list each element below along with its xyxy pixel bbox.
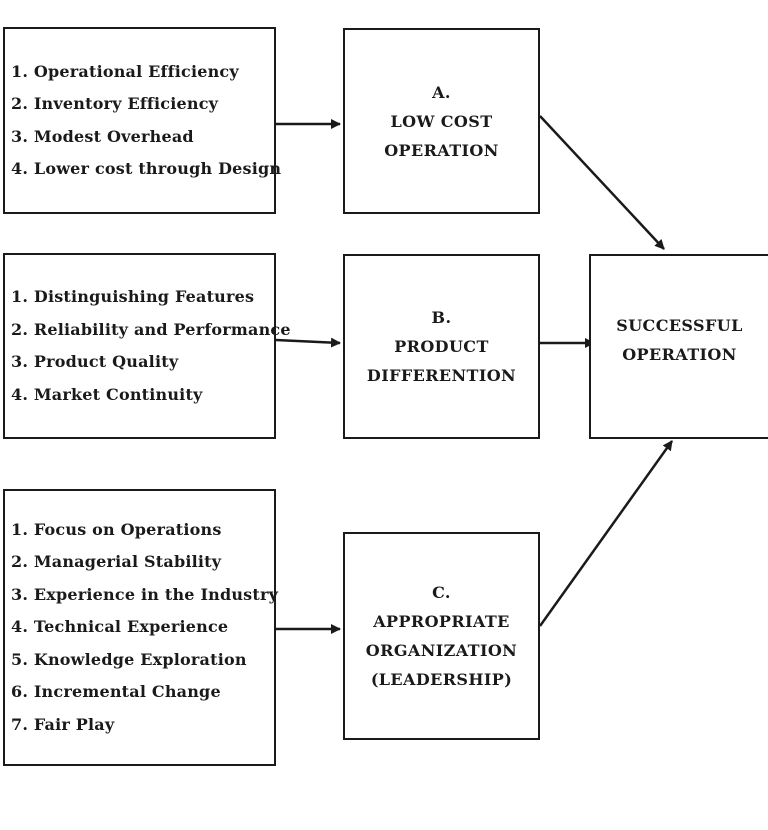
strategy-box-organization: C. APPROPRIATE ORGANIZATION (LEADERSHIP): [343, 532, 540, 740]
factor-c-4: 4. Technical Experience: [11, 617, 229, 637]
strategy-c-line-1: APPROPRIATE: [373, 612, 510, 631]
strategy-b-line-1: PRODUCT: [394, 337, 489, 356]
strategy-a-letter: A.: [432, 82, 451, 102]
factor-c-7: 7. Fair Play: [11, 714, 115, 734]
strategy-box-low-cost: A. LOW COST OPERATION: [343, 28, 540, 214]
strategy-c-letter: C.: [432, 583, 451, 602]
outcome-box-successful-operation: SUCCESSFUL OPERATION: [589, 254, 768, 439]
factor-c-6: 6. Incremental Change: [11, 682, 221, 702]
factor-a-1: 1. Operational Efficiency: [11, 61, 239, 81]
factor-b-1: 1. Distinguishing Features: [11, 287, 255, 306]
factor-c-2: 2. Managerial Stability: [11, 552, 222, 572]
arrow-factors-b-to-product-differention: [275, 337, 341, 348]
strategy-a-line-2: OPERATION: [384, 140, 499, 160]
strategy-b-line-2: DIFFERENTION: [366, 366, 517, 385]
factor-b-2: 2. Reliability and Performance: [11, 319, 291, 339]
factor-a-2: 2. Inventory Efficiency: [11, 94, 219, 113]
strategy-c-line-3: (LEADERSHIP): [370, 670, 513, 689]
factor-b-3: 3. Product Quality: [11, 352, 179, 371]
factor-c-5: 5. Knowledge Exploration: [11, 649, 247, 669]
strategy-a-line-1: LOW COST: [390, 111, 493, 131]
strategy-b-letter: B.: [431, 308, 452, 327]
outcome-line-1: SUCCESSFUL: [616, 316, 743, 335]
arrow-organization-to-outcome: [538, 440, 674, 627]
factor-c-3: 3. Experience in the Industry: [11, 584, 279, 604]
factor-a-3: 3. Modest Overhead: [11, 126, 194, 146]
factors-box-a: 1. Operational Efficiency 2. Inventory E…: [3, 27, 282, 214]
factors-box-b: 1. Distinguishing Features 2. Reliabilit…: [3, 253, 291, 439]
factor-a-4: 4. Lower cost through Design: [11, 159, 282, 178]
factors-box-c: 1. Focus on Operations 2. Managerial Sta…: [3, 489, 279, 766]
arrow-low-cost-to-outcome: [539, 115, 665, 250]
strategy-c-line-2: ORGANIZATION: [365, 641, 518, 660]
strategy-box-product-differention: B. PRODUCT DIFFERENTION: [343, 254, 540, 439]
outcome-line-2: OPERATION: [622, 345, 737, 364]
factor-c-1: 1. Focus on Operations: [11, 519, 222, 539]
factor-b-4: 4. Market Continuity: [11, 384, 203, 404]
